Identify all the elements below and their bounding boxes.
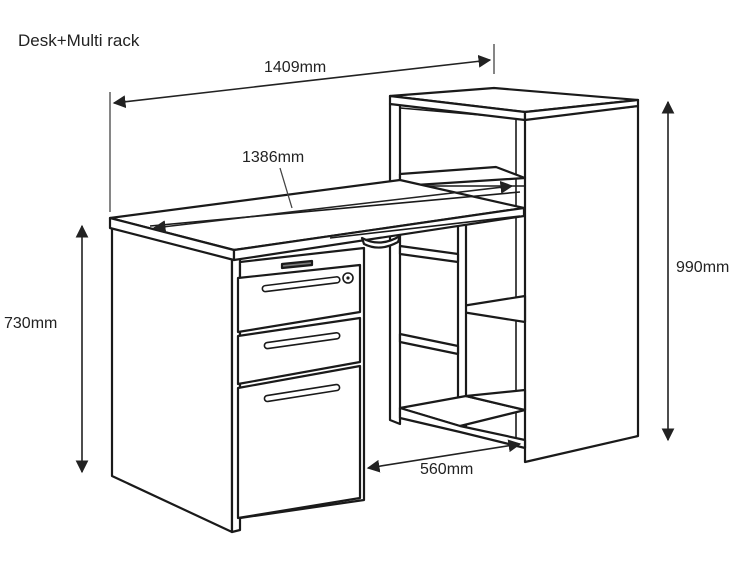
label-desk-height: 730mm	[4, 315, 57, 332]
dimension-depth: 560mm	[366, 439, 522, 478]
label-rack-height: 990mm	[676, 259, 729, 276]
pencil-tray	[280, 259, 314, 270]
rack-shelf-right	[460, 294, 527, 324]
label-rack-width: 1409mm	[264, 59, 326, 76]
drawer-bottom	[236, 364, 362, 520]
dimension-rack-width: 1409mm	[109, 44, 495, 212]
rack-shelf-left-1	[398, 244, 460, 264]
diagram-title: Desk+Multi rack	[18, 31, 140, 50]
drawer-handle-top	[261, 276, 341, 293]
label-desk-width: 1386mm	[242, 149, 304, 166]
dimension-desk-height: 730mm	[4, 224, 89, 474]
desk-left-panel	[110, 226, 234, 534]
drawer-handle-middle	[263, 332, 341, 350]
multi-rack	[388, 86, 640, 464]
drawer-handle-bottom	[263, 383, 341, 403]
rack-left-panel	[388, 102, 402, 426]
dimension-rack-height: 990mm	[661, 100, 729, 442]
cable-grommet	[360, 234, 402, 249]
rack-shelf-left-2	[398, 332, 460, 356]
label-depth: 560mm	[420, 461, 473, 478]
dimension-desk-width: 1386mm	[152, 149, 514, 234]
rack-side-panel	[523, 104, 640, 464]
